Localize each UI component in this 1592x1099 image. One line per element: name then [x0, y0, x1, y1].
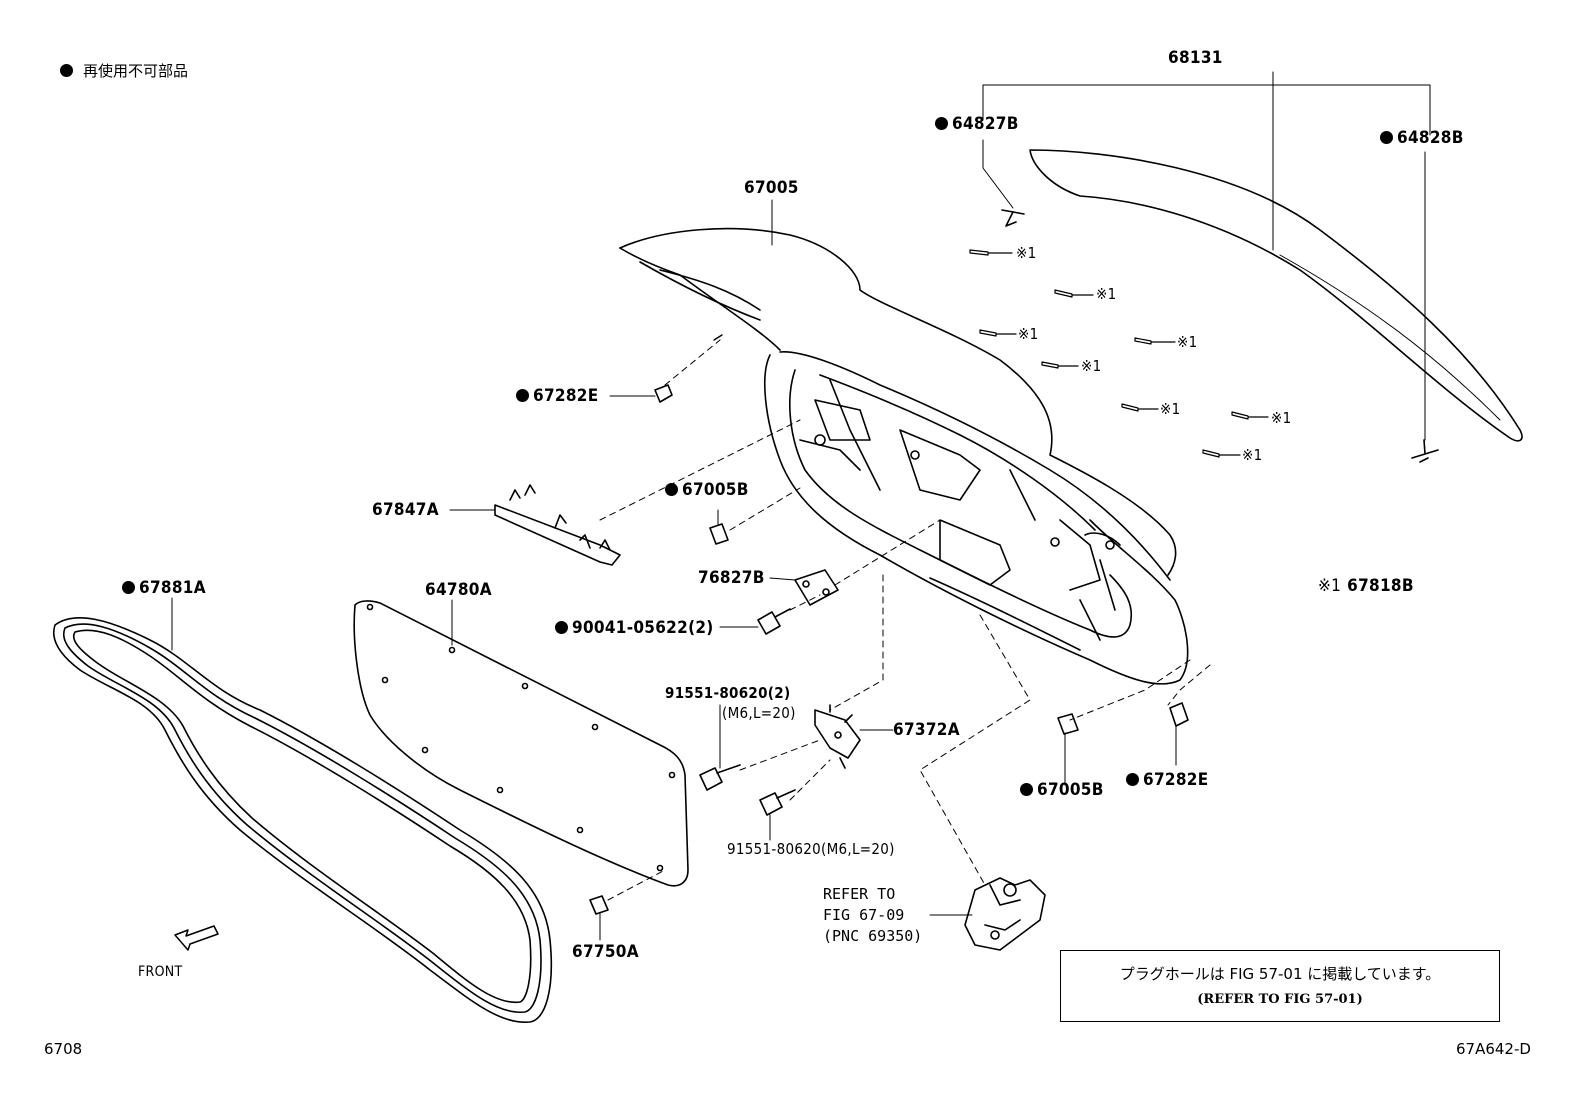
label-90041-05622: 90041-05622(2)	[555, 618, 714, 638]
label-67750A: 67750A	[572, 942, 639, 962]
non-reusable-dot-icon	[1126, 773, 1139, 786]
note-box: プラグホールは FIG 57-01 に掲載しています。 (REFER TO FI…	[1060, 950, 1500, 1022]
non-reusable-dot-icon	[1380, 131, 1393, 144]
note-line-en: (REFER TO FIG 57-01)	[1197, 992, 1363, 1007]
non-reusable-dot-icon	[60, 64, 73, 77]
plate-76827B	[794, 569, 839, 606]
label-91551-80620-m6: 91551-80620(M6,L=20)	[727, 840, 895, 858]
legend-text: 再使用不可部品	[83, 62, 189, 80]
label-67005: 67005	[744, 178, 799, 198]
bracket-67372A	[814, 704, 861, 769]
front-arrow-icon	[174, 925, 219, 951]
tape-mark: ※1	[1242, 446, 1263, 464]
tape-mark: ※1	[1177, 333, 1198, 351]
note-line-jp: プラグホールは FIG 57-01 に掲載しています。	[1119, 965, 1441, 983]
tape-mark: ※1	[1160, 400, 1181, 418]
clip-64827B	[1001, 209, 1025, 227]
clip-67282E-b	[1169, 702, 1189, 727]
tape-mark: ※1	[1018, 325, 1039, 343]
tape-pieces	[969, 249, 1269, 458]
clip-67750A	[589, 895, 609, 915]
trim-board-64780A	[353, 600, 689, 887]
label-91551-80620-spec: (M6,L=20)	[722, 704, 796, 722]
page-code: 6708	[44, 1040, 83, 1058]
refer-to-text: REFER TO FIG 67-09 (PNC 69350)	[823, 885, 923, 945]
leader-68131	[982, 71, 1431, 251]
tape-mark: ※1	[1016, 244, 1037, 262]
clip-67282E-a	[654, 384, 673, 403]
label-64828B: 64828B	[1380, 128, 1464, 148]
bolt-91551-b	[759, 789, 796, 816]
label-76827B: 76827B	[698, 568, 765, 588]
label-67372A: 67372A	[893, 720, 960, 740]
figure-code: 67A642-D	[1456, 1040, 1531, 1058]
bumper-67005B-b	[1057, 713, 1079, 735]
spoiler-68131	[1029, 149, 1523, 442]
label-67881A: 67881A	[122, 578, 206, 598]
tape-mark: ※1	[1096, 285, 1117, 303]
screw-90041	[757, 608, 791, 635]
back-door-67005	[619, 227, 1189, 685]
tape-mark: ※1	[1271, 409, 1292, 427]
bolt-91551-a	[699, 764, 741, 791]
label-67005B-upper: 67005B	[665, 480, 749, 500]
label-67282E-upper: 67282E	[516, 386, 598, 406]
bracket-67847A	[494, 484, 621, 566]
label-64827B: 64827B	[935, 114, 1019, 134]
label-67282E-lower: 67282E	[1126, 770, 1208, 790]
legend: 再使用不可部品	[60, 60, 188, 81]
bumper-67005B-a	[709, 523, 729, 545]
non-reusable-dot-icon	[1020, 783, 1033, 796]
label-67847A: 67847A	[372, 500, 439, 520]
label-67005B-lower: 67005B	[1020, 780, 1104, 800]
non-reusable-dot-icon	[555, 621, 568, 634]
leader-64827B	[982, 139, 1014, 209]
non-reusable-dot-icon	[665, 483, 678, 496]
label-68131: 68131	[1168, 48, 1223, 68]
lock-assembly	[964, 877, 1046, 951]
non-reusable-dot-icon	[516, 389, 529, 402]
weatherstrip-67881A	[53, 617, 553, 1023]
front-label: FRONT	[138, 964, 183, 980]
label-91551-80620-2: 91551-80620(2)	[665, 684, 791, 702]
non-reusable-dot-icon	[935, 117, 948, 130]
label-64780A: 64780A	[425, 580, 492, 600]
non-reusable-dot-icon	[122, 581, 135, 594]
tape-mark: ※1	[1081, 357, 1102, 375]
clip-64828B	[1411, 439, 1439, 463]
